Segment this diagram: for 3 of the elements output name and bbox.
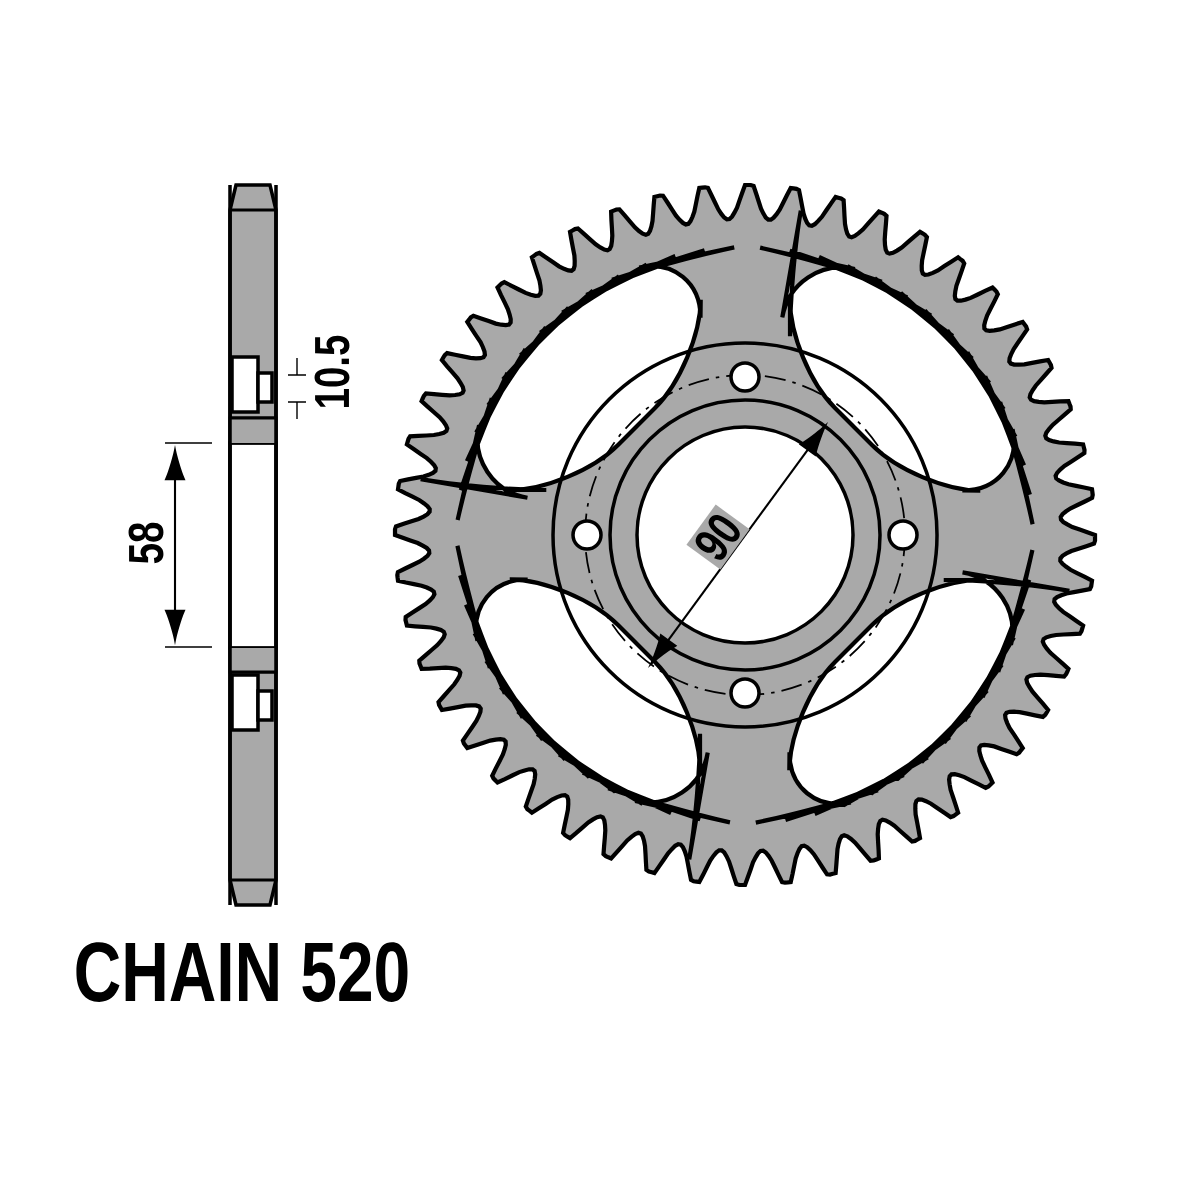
dimension-label: 58 (128, 522, 164, 564)
chain-size-label: CHAIN 520 (76, 942, 408, 1002)
dimension-label: 10.5 (314, 335, 350, 407)
